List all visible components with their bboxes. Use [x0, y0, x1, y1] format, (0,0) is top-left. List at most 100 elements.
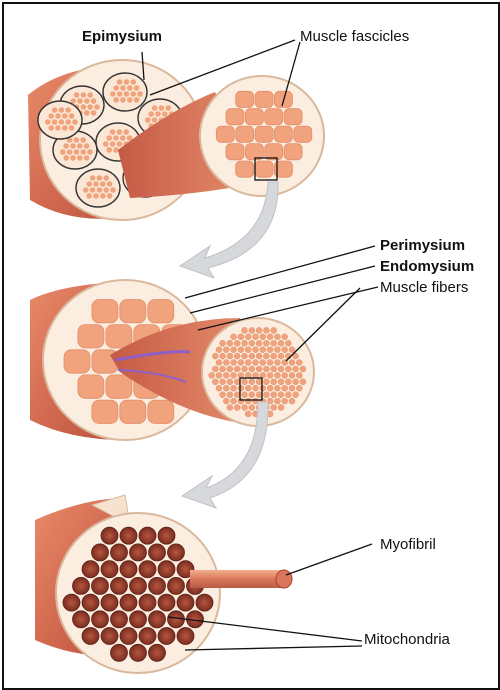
label-epimysium: Epimysium: [82, 29, 162, 44]
fibril-dot: [274, 360, 280, 366]
fiber-dot: [86, 193, 92, 199]
1: [73, 577, 90, 594]
fiber-dot: [123, 129, 129, 135]
fiber-dot: [63, 155, 69, 161]
1: [73, 611, 90, 628]
fiber-cell: [236, 126, 254, 142]
1: [101, 561, 118, 578]
fibril-dot: [260, 385, 266, 391]
1: [139, 561, 156, 578]
fibril-dot: [256, 366, 262, 372]
fibril-dot: [231, 372, 237, 378]
fibril-dot: [216, 347, 222, 353]
fibril-dot: [282, 347, 288, 353]
fibril-dot: [300, 366, 306, 372]
1: [168, 577, 185, 594]
fiber-dot: [162, 111, 168, 117]
1: [63, 594, 80, 611]
fiber-dot: [55, 125, 61, 131]
fibril-dot: [260, 360, 266, 366]
fibril-dot: [245, 385, 251, 391]
fibril-dot: [220, 340, 226, 346]
fibril-dot: [289, 385, 295, 391]
fibril-dot: [278, 353, 284, 359]
fibril-dot: [271, 327, 277, 333]
fiber-dot: [110, 187, 116, 193]
fibril-dot: [234, 379, 240, 385]
fiber-cell: [265, 109, 283, 125]
fibril-dot: [282, 334, 288, 340]
fibril-dot: [234, 353, 240, 359]
fibril-dot: [242, 392, 248, 398]
fibril-dot: [271, 353, 277, 359]
fiber-dot: [59, 107, 65, 113]
1: [158, 561, 175, 578]
fiber-cell: [78, 375, 104, 398]
fiber-cell: [245, 109, 263, 125]
fiber-dot: [87, 104, 93, 110]
fiber-dot: [62, 113, 68, 119]
fiber-dot: [60, 149, 66, 155]
fibril-dot: [267, 334, 273, 340]
fiber-dot: [103, 187, 109, 193]
fiber-dot: [81, 92, 87, 98]
fibril-dot: [253, 347, 259, 353]
fiber-cell: [255, 126, 273, 142]
fibril-dot: [249, 353, 255, 359]
fibril-dot: [220, 392, 226, 398]
fibril-dot: [212, 353, 218, 359]
fibril-dot: [285, 366, 291, 372]
fiber-dot: [63, 143, 69, 149]
1: [196, 594, 213, 611]
fiber-dot: [113, 135, 119, 141]
1: [130, 577, 147, 594]
fiber-dot: [77, 155, 83, 161]
fibril-dot: [231, 385, 237, 391]
fibril-dot: [209, 372, 215, 378]
fiber-dot: [74, 149, 80, 155]
fibril-dot: [256, 340, 262, 346]
fibril-dot: [282, 385, 288, 391]
fibril-dot: [256, 353, 262, 359]
fibril-dot: [289, 398, 295, 404]
fibril-dot: [212, 379, 218, 385]
fiber-dot: [117, 141, 123, 147]
1: [168, 544, 185, 561]
fibril-dot: [253, 334, 259, 340]
fiber-cell: [148, 400, 174, 423]
fiber-dot: [130, 91, 136, 97]
1: [158, 594, 175, 611]
fibril-dot: [238, 398, 244, 404]
fibril-dot: [242, 366, 248, 372]
fibril-dot: [278, 340, 284, 346]
fibril-dot: [296, 372, 302, 378]
fibril-dot: [249, 392, 255, 398]
fiber-cell: [236, 91, 254, 107]
1: [92, 611, 109, 628]
1: [111, 611, 128, 628]
fibril-dot: [274, 347, 280, 353]
fiber-cell: [284, 109, 302, 125]
fiber-dot: [70, 155, 76, 161]
fiber-dot: [106, 147, 112, 153]
fiber-cell: [255, 161, 273, 177]
fiber-dot: [65, 119, 71, 125]
1: [111, 577, 128, 594]
fibril-dot: [289, 360, 295, 366]
fiber-dot: [113, 147, 119, 153]
label-muscle-fascicles: Muscle fascicles: [300, 29, 409, 44]
fibril-dot: [223, 347, 229, 353]
fibril-dot: [231, 347, 237, 353]
1: [130, 544, 147, 561]
fiber-cell: [226, 109, 244, 125]
1: [139, 594, 156, 611]
fiber-dot: [120, 97, 126, 103]
fibril-dot: [220, 366, 226, 372]
1: [120, 527, 137, 544]
fiber-dot: [117, 129, 123, 135]
fiber-dot: [117, 91, 123, 97]
fiber-dot: [80, 137, 86, 143]
panel-whole-muscle: [28, 60, 324, 220]
1: [149, 577, 166, 594]
